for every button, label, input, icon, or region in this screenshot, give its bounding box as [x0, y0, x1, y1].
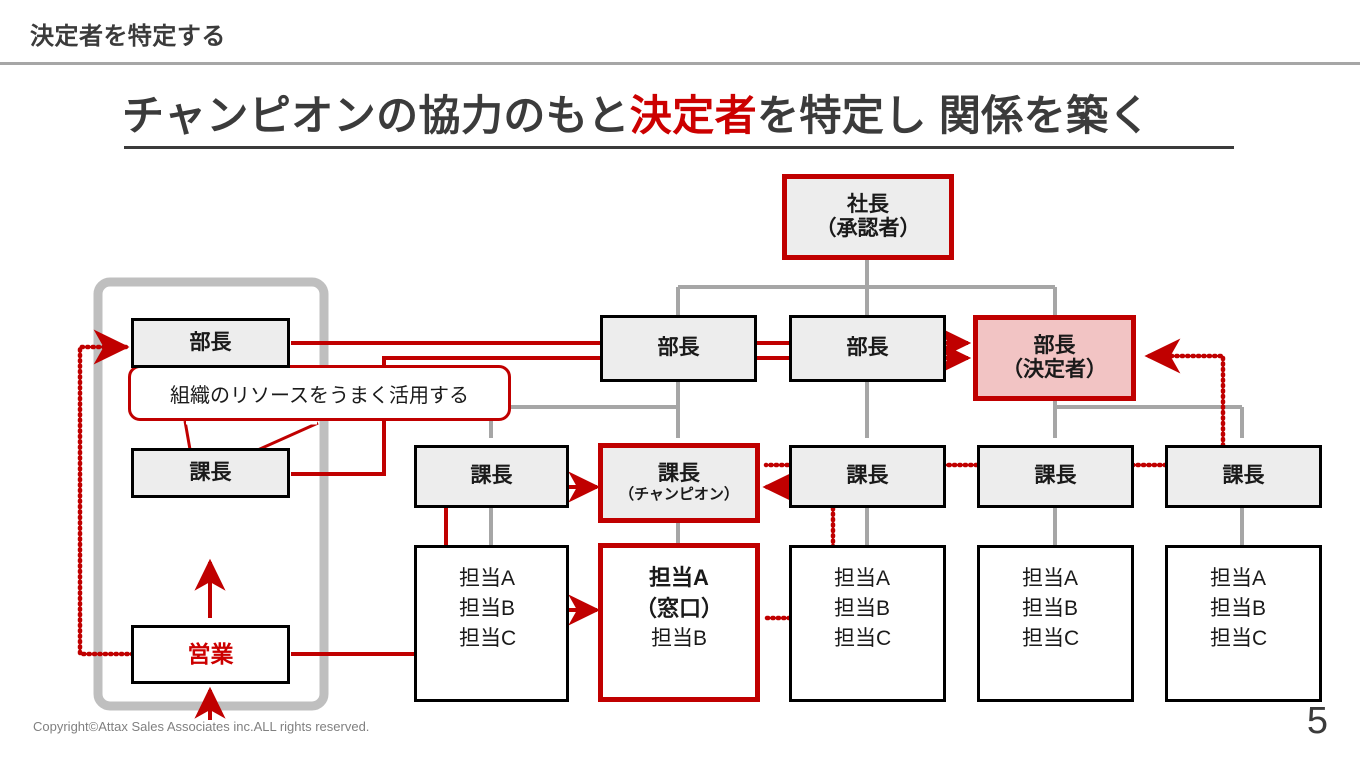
client-staff-group-champion[interactable]: 担当A （窓口） 担当B	[598, 543, 760, 702]
staff-row: 担当B	[1210, 596, 1267, 620]
manager-5-label: 課長	[1222, 464, 1265, 488]
client-staff-group-5[interactable]: 担当A 担当B 担当C	[1165, 545, 1322, 702]
decision-maker-role: （決定者）	[1002, 358, 1107, 381]
page-title: チャンピオンの協力のもと決定者を特定し 関係を築く	[122, 92, 1151, 140]
client-box-manager-5[interactable]: 課長	[1165, 445, 1322, 508]
title-part-1: チャンピオンの協力のもと	[122, 92, 630, 139]
callout-text: 組織のリソースをうまく活用する	[170, 384, 469, 407]
manager-4-label: 課長	[1034, 464, 1077, 488]
client-box-president[interactable]: 社長 （承認者）	[782, 174, 954, 260]
staff-row: 担当A	[1210, 567, 1267, 590]
client-box-director-2[interactable]: 部長	[789, 315, 946, 382]
staff-row: 担当C	[834, 626, 892, 650]
footer-copyright: Copyright©Attax Sales Associates inc.ALL…	[33, 719, 370, 734]
president-role: （承認者）	[815, 217, 921, 240]
staff-row: 担当A	[459, 567, 516, 590]
title-highlight: 決定者	[629, 92, 758, 139]
our-box-bucho[interactable]: 部長	[131, 318, 290, 368]
callout-bubble: 組織のリソースをうまく活用する	[128, 365, 511, 421]
staff-row-window: （窓口）	[634, 596, 723, 622]
staff-row: 担当C	[459, 626, 517, 650]
client-box-manager-3[interactable]: 課長	[789, 445, 946, 508]
client-box-manager-1[interactable]: 課長	[414, 445, 569, 508]
champion-role: （チャンピオン）	[619, 486, 739, 504]
page-number: 5	[1306, 700, 1328, 742]
client-box-decision-maker[interactable]: 部長 （決定者）	[973, 315, 1136, 401]
champion-label: 課長	[658, 462, 700, 486]
client-box-manager-4[interactable]: 課長	[977, 445, 1134, 508]
client-staff-group-3[interactable]: 担当A 担当B 担当C	[789, 545, 946, 702]
staff-row: 担当A	[1022, 567, 1079, 590]
staff-row: 担当A	[834, 567, 891, 590]
manager-3-label: 課長	[846, 464, 889, 488]
client-box-director-1[interactable]: 部長	[600, 315, 757, 382]
staff-row: 担当C	[1210, 626, 1268, 650]
client-staff-group-4[interactable]: 担当A 担当B 担当C	[977, 545, 1134, 702]
our-box-kacho-label: 課長	[189, 460, 232, 484]
staff-row: 担当B	[459, 596, 516, 620]
staff-row: 担当C	[1022, 626, 1080, 650]
header-title: 決定者を特定する	[30, 23, 226, 50]
client-box-champion[interactable]: 課長 （チャンピオン）	[598, 443, 760, 523]
our-box-eigyo[interactable]: 営業	[131, 625, 290, 684]
staff-row: 担当A	[649, 565, 709, 590]
our-box-eigyo-label: 営業	[187, 641, 234, 668]
our-box-kacho[interactable]: 課長	[131, 448, 290, 498]
title-underline	[124, 146, 1234, 149]
staff-row: 担当B	[834, 596, 891, 620]
title-part-2: を特定し 関係を築く	[757, 92, 1151, 139]
header-divider	[0, 62, 1360, 65]
client-staff-group-1[interactable]: 担当A 担当B 担当C	[414, 545, 569, 702]
our-box-bucho-label: 部長	[189, 330, 232, 354]
president-label: 社長	[847, 192, 889, 216]
director-2-label: 部長	[846, 336, 889, 360]
staff-row: 担当B	[650, 627, 707, 651]
manager-1-label: 課長	[470, 464, 513, 488]
org-chart-diagram: 組織のリソースをうまく活用する 部長 課長 営業 社長 （承認者） 部長 部長 …	[0, 160, 1360, 720]
decision-maker-label: 部長	[1033, 333, 1076, 357]
staff-row: 担当B	[1022, 596, 1079, 620]
slide-header: 決定者を特定する	[0, 0, 1360, 62]
director-1-label: 部長	[657, 336, 700, 360]
